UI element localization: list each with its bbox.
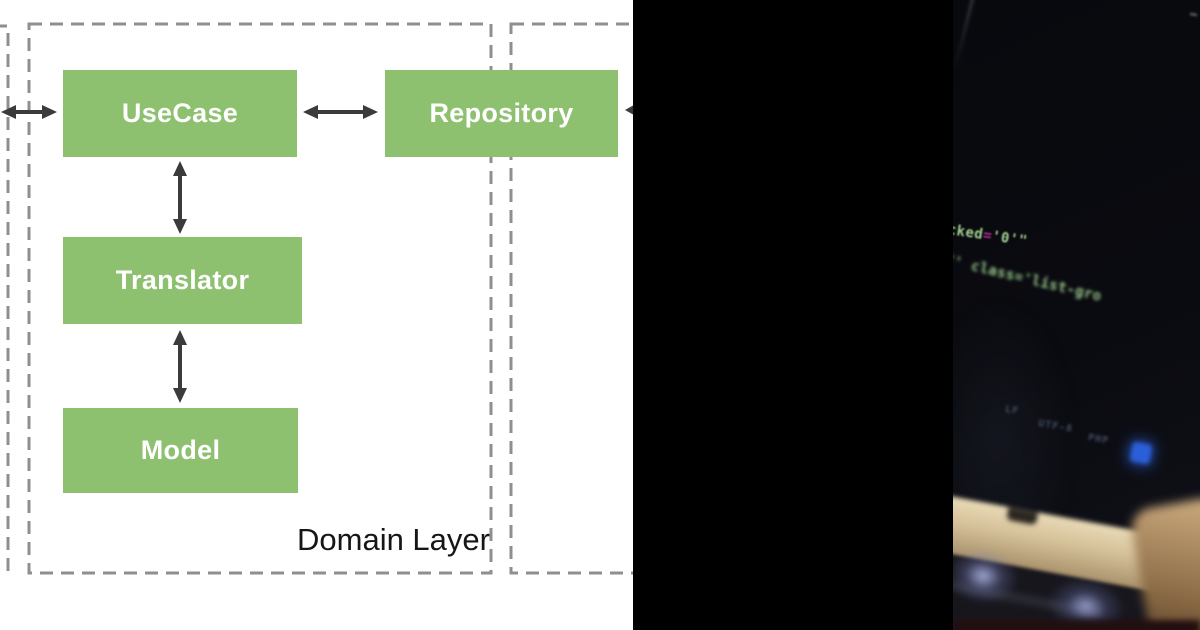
- code-text-green: '0'": [990, 228, 1029, 250]
- screen-speck: [1189, 12, 1198, 17]
- left-cropped-layer-border: [0, 24, 10, 573]
- black-divider: [633, 0, 953, 630]
- photo-bottom-edge: [953, 620, 1200, 630]
- statusbar-indicator-icon: [1129, 441, 1153, 465]
- right-cropped-layer-border: [509, 22, 633, 575]
- code-line-2: "' class='list-gro: [953, 252, 1104, 306]
- arrowhead-into-repository-right: [625, 105, 633, 115]
- usecase-box: UseCase: [63, 70, 297, 157]
- screen-bezel-reflection: [953, 0, 976, 70]
- arrow-translator-model: [173, 330, 187, 403]
- domain-layer-border: [27, 22, 493, 575]
- model-label: Model: [140, 435, 221, 465]
- arrow-usecase-translator: [173, 161, 187, 234]
- architecture-diagram-panel: UseCase Repository Translator Model Doma…: [0, 22, 633, 575]
- repository-label: Repository: [429, 98, 574, 128]
- laptop-photo-panel: cked='0'" "' class='list-gro LF UTF-8 PH…: [953, 0, 1200, 630]
- statusbar-language: PHP: [1087, 432, 1110, 447]
- translator-label: Translator: [115, 265, 250, 295]
- code-line-1: cked='0'": [953, 222, 1028, 250]
- translator-box: Translator: [63, 237, 302, 324]
- model-box: Model: [63, 408, 298, 493]
- statusbar-eol: LF: [1004, 403, 1020, 418]
- arrow-left-edge-to-usecase: [1, 105, 57, 119]
- code-text-green: cked: [953, 222, 985, 244]
- usecase-label: UseCase: [121, 98, 239, 128]
- diagram-lines: [0, 22, 633, 575]
- arrow-usecase-repository: [303, 105, 378, 119]
- domain-layer-label: Domain Layer: [297, 522, 490, 557]
- repository-box: Repository: [385, 70, 618, 157]
